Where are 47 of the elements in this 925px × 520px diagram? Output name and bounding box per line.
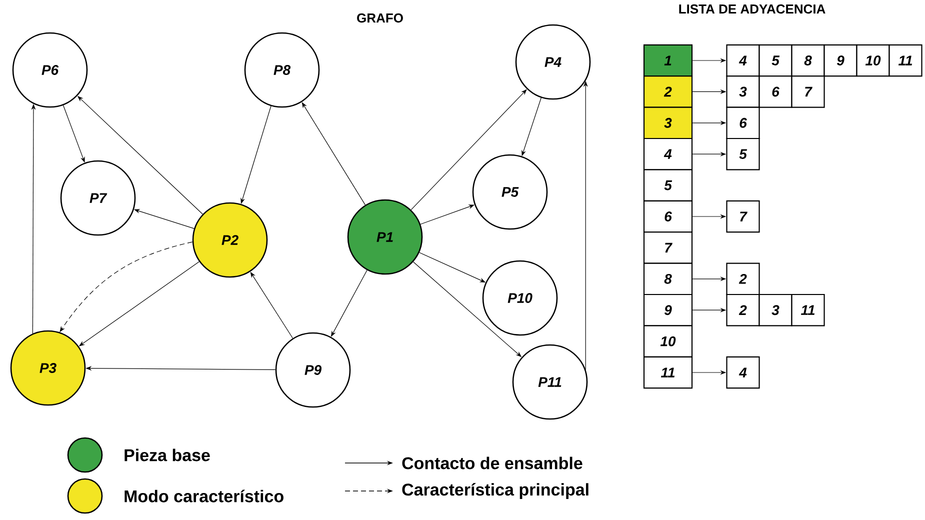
circle-node: P10 — [482, 260, 558, 336]
circle-node: P2 — [192, 202, 268, 278]
list-cell: 8 — [643, 262, 693, 296]
list-cell: 10 — [643, 325, 693, 358]
list-cell: 7 — [643, 232, 693, 264]
title: GRAFO — [357, 13, 403, 23]
list-cell: 4 — [726, 44, 760, 77]
list-cell: 9 — [824, 44, 858, 77]
list-cell: 3 — [643, 106, 693, 140]
list-cell: 11 — [791, 294, 825, 326]
list-cell: 5 — [643, 169, 693, 202]
circle-node: P11 — [512, 344, 588, 420]
arrow — [410, 89, 527, 210]
legend-text: Modo característico — [124, 490, 284, 502]
circle-node: P7 — [60, 160, 136, 236]
list-cell: 1 — [643, 44, 693, 77]
list-cell: 5 — [726, 138, 760, 170]
legend-text: Pieza base — [124, 448, 210, 462]
legend-text: Contacto de ensamble — [402, 456, 582, 470]
circle-node: P3 — [10, 330, 86, 406]
legend-text: Característica principal — [402, 483, 588, 499]
list-title: LISTA DE ADYACENCIA — [679, 4, 826, 14]
arrow — [302, 102, 366, 206]
list-cell: 7 — [791, 76, 825, 108]
list-cell: 6 — [758, 76, 792, 108]
circle-node: P5 — [472, 154, 548, 230]
circle-node: P9 — [275, 332, 351, 408]
circle-node: P6 — [12, 32, 88, 108]
list-cell: 4 — [726, 356, 760, 389]
list-cell: 5 — [758, 44, 792, 77]
list-cell: 2 — [643, 76, 693, 108]
list-cell: 3 — [726, 76, 760, 108]
list-cell: 9 — [643, 294, 693, 326]
circle-node: P8 — [244, 32, 320, 108]
list-cell: 6 — [643, 200, 693, 233]
list-cell: 11 — [643, 356, 693, 389]
list-cell: 4 — [643, 138, 693, 170]
list-cell: 2 — [726, 262, 760, 296]
list-cell: 7 — [726, 200, 760, 233]
circle-node: P1 — [347, 199, 423, 275]
list-cell: 10 — [856, 44, 890, 77]
circle-node: P4 — [515, 24, 591, 100]
list-cell: 6 — [726, 106, 760, 140]
list-cell: 8 — [791, 44, 825, 77]
list-cell: 3 — [758, 294, 792, 326]
list-cell: 11 — [888, 44, 922, 77]
list-cell: 2 — [726, 294, 760, 326]
